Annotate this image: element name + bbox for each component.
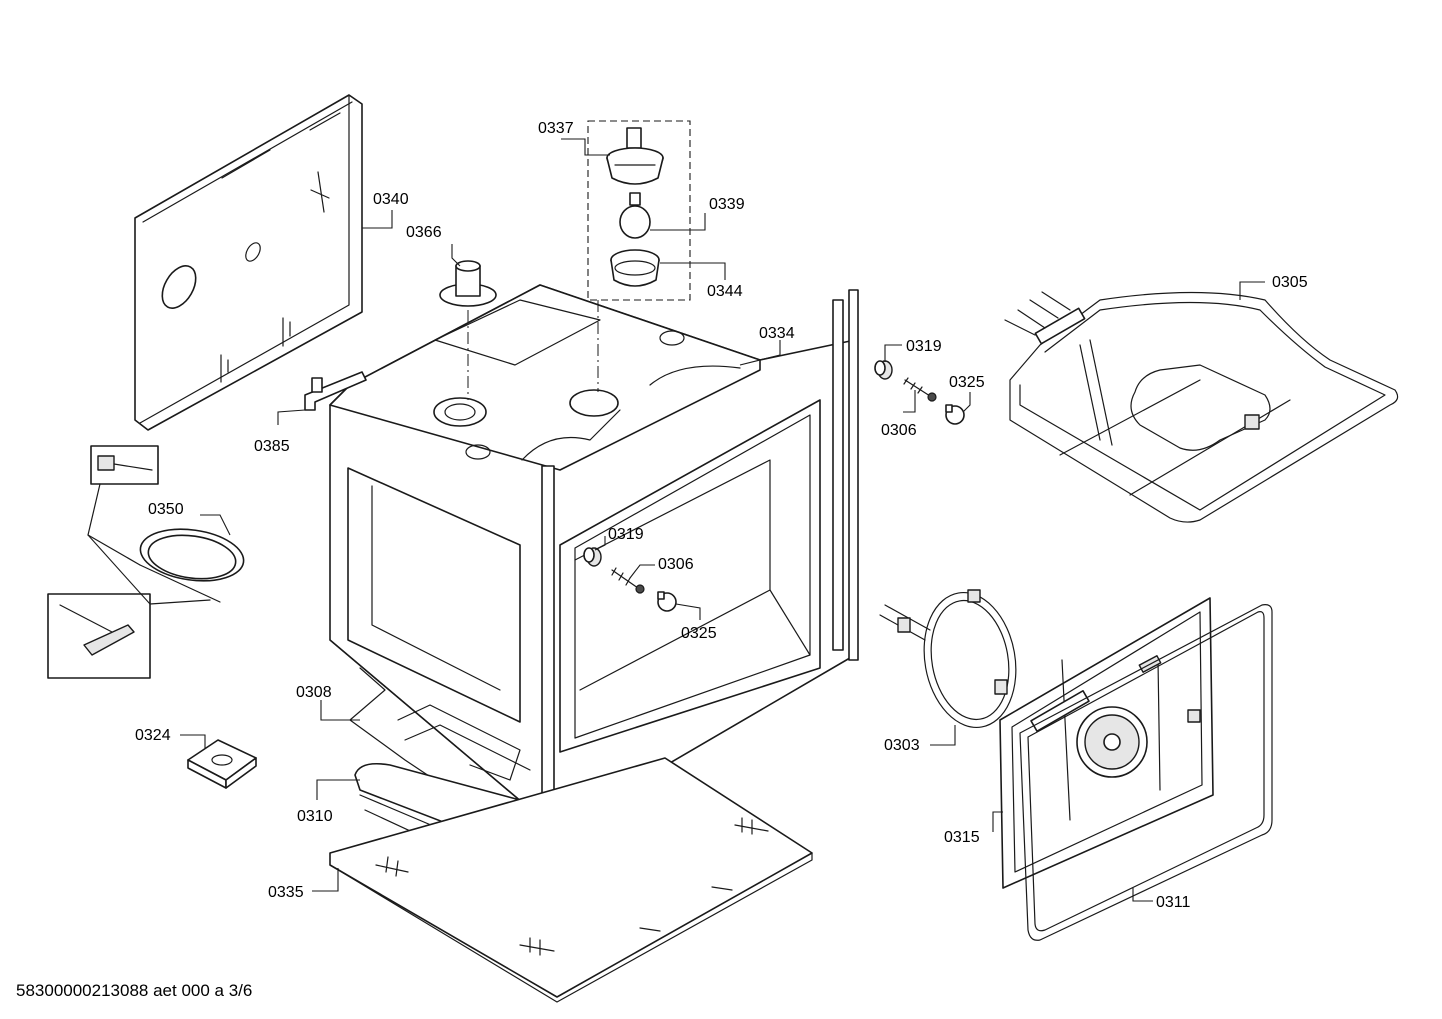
callout-0306-right: 0306 [881, 422, 917, 439]
leader-0325-inside [675, 603, 701, 620]
callout-0324: 0324 [135, 727, 171, 744]
leader-0319-inside [594, 536, 606, 551]
callout-0319-right: 0319 [906, 338, 942, 355]
callout-0315: 0315 [944, 829, 980, 846]
callout-0306-inside: 0306 [658, 556, 694, 573]
part-0325-plug-right[interactable] [945, 404, 965, 425]
callout-0344: 0344 [707, 283, 743, 300]
part-0303-ring-heating-element[interactable] [879, 585, 1026, 735]
callout-0340: 0340 [373, 191, 409, 208]
leader-0324 [180, 734, 206, 748]
leader-0350 [200, 514, 231, 536]
lamp-assembly-group-box [587, 120, 691, 301]
callout-0311: 0311 [1156, 894, 1191, 911]
leader-0303 [930, 725, 956, 746]
leader-0339 [650, 213, 706, 231]
part-0366-sensor[interactable] [439, 260, 497, 307]
callout-0319-inside: 0319 [608, 526, 644, 543]
part-0324-spacer[interactable] [187, 739, 257, 789]
callout-0366: 0366 [406, 224, 442, 241]
part-0319-grommet-inside[interactable] [583, 547, 602, 567]
callout-0310: 0310 [297, 808, 333, 825]
callout-0308: 0308 [296, 684, 332, 701]
part-0350-temperature-probe-cable[interactable] [47, 445, 247, 679]
leader-0306-right [903, 390, 916, 413]
part-0337-lamp-holder[interactable] [606, 127, 664, 185]
part-0319-grommet-right[interactable] [874, 360, 893, 380]
callout-0334: 0334 [759, 325, 795, 342]
leader-0385 [277, 409, 306, 425]
callout-0350: 0350 [148, 501, 184, 518]
leader-0308 [320, 700, 360, 721]
part-0315-back-panel[interactable] [999, 597, 1214, 889]
callout-0305: 0305 [1272, 274, 1308, 291]
callout-0325-inside: 0325 [681, 625, 717, 642]
leader-0319-right [884, 344, 902, 362]
leader-0315 [992, 811, 1003, 832]
leader-0344 [660, 262, 726, 280]
leader-0306-inside [629, 564, 655, 579]
callout-0385: 0385 [254, 438, 290, 455]
part-0325-plug-inside[interactable] [657, 591, 677, 612]
part-0305-grill-heating-element[interactable] [1004, 291, 1399, 523]
leader-0366 [451, 244, 461, 267]
callout-0325-right: 0325 [949, 374, 985, 391]
document-code: 58300000213088 aet 000 a 3/6 [16, 981, 253, 1000]
leader-0334 [739, 340, 781, 366]
leader-0310 [316, 779, 360, 800]
part-0340-insulation-panel[interactable] [134, 94, 363, 431]
callout-0335: 0335 [268, 884, 304, 901]
leader-0335 [312, 868, 339, 892]
callout-0339: 0339 [709, 196, 745, 213]
leader-0337 [561, 138, 610, 156]
part-0344-lamp-cover[interactable] [610, 249, 660, 287]
part-0311-door-seal[interactable] [1019, 604, 1273, 941]
leader-0305 [1239, 281, 1265, 300]
callout-0337: 0337 [538, 120, 574, 137]
leader-0340 [362, 210, 393, 229]
callout-0303: 0303 [884, 737, 920, 754]
leader-0311 [1132, 888, 1153, 902]
part-0335-base-plate[interactable] [329, 757, 813, 1003]
part-0306-screw-inside[interactable] [611, 567, 645, 594]
leader-0325-right [962, 392, 971, 413]
part-0339-lamp-bulb[interactable] [619, 192, 651, 239]
part-0306-screw-right[interactable] [903, 377, 937, 402]
